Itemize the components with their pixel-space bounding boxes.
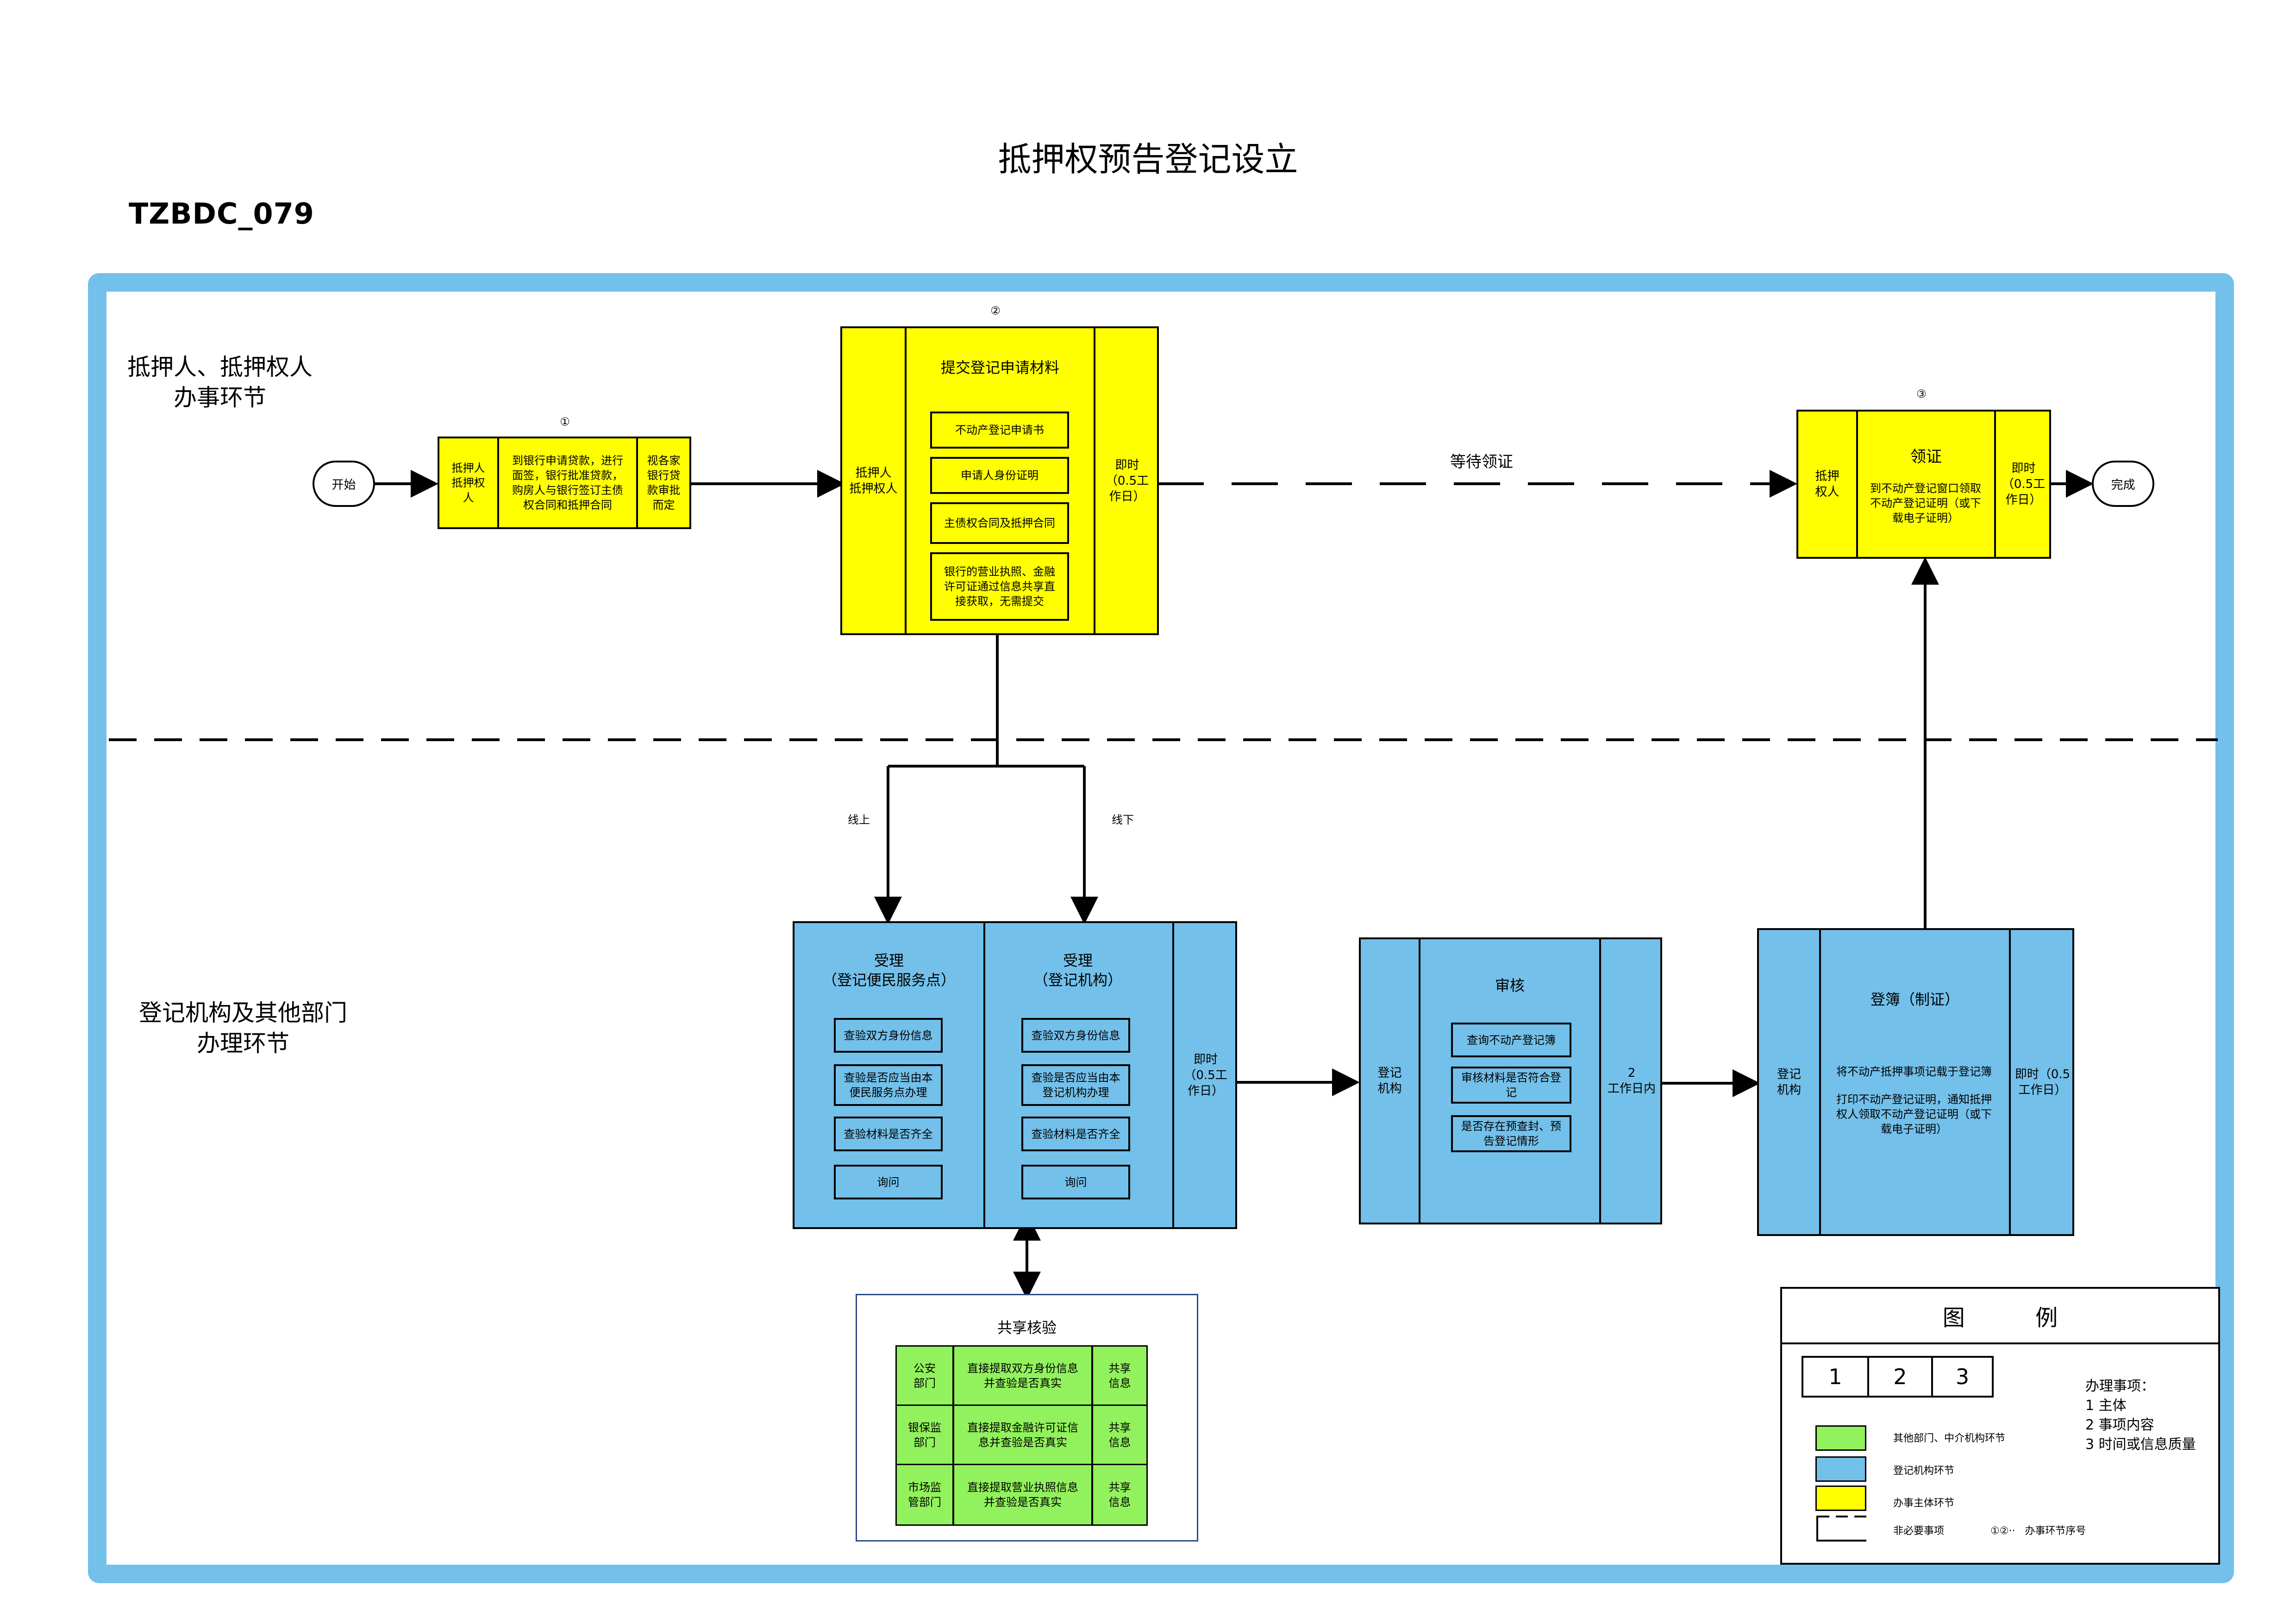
share-row: 银保监 部门 直接提取金融许可证信息并查验是否真实 共享 信息 (897, 1406, 1146, 1465)
accept-col1-title: 受理 （登记便民服务点） (822, 952, 956, 989)
accept-col2-item: 查验材料是否齐全 (1021, 1117, 1130, 1151)
share-dept: 公安 部门 (913, 1361, 936, 1390)
review-box: 登记 机构 2 工作日内 审核 查询不动产登记簿 审核材料是否符合登记 是否存在… (1359, 937, 1662, 1224)
page-title: 抵押权预告登记设立 (998, 140, 1298, 179)
legend-number: 3 (1931, 1358, 1992, 1396)
register-main (1819, 930, 2009, 1234)
step3-content: 到不动产登记窗口领取不动产登记证明（或下载电子证明） (1870, 482, 1981, 524)
share-content: 直接提取金融许可证信息并查验是否真实 (952, 1406, 1091, 1464)
step3-main (1856, 412, 1994, 557)
step3-number: ③ (1916, 387, 1927, 400)
step1-number: ① (560, 415, 570, 428)
share-table: 公安 部门 直接提取双方身份信息并查验是否真实 共享 信息 银保监 部门 直接提… (895, 1345, 1148, 1526)
share-dept: 市场监 管部门 (908, 1481, 941, 1509)
accept-col1-item: 查验是否应当由本便民服务点办理 (834, 1064, 943, 1106)
step2-number: ② (990, 304, 1001, 317)
step2-item: 申请人身份证明 (930, 457, 1069, 494)
step2-main (905, 328, 1094, 633)
step1-content: 到银行申请贷款，进行面签，银行批准贷款，购房人与银行签订主债权合同和抵押合同 (497, 438, 636, 527)
share-title: 共享核验 (997, 1319, 1057, 1336)
start-terminal: 开始 (313, 461, 375, 507)
share-result: 共享 信息 (1091, 1406, 1146, 1464)
legend-number-box: 1 2 3 (1802, 1356, 1994, 1398)
accept-col2-item: 查验是否应当由本登记机构办理 (1021, 1064, 1130, 1106)
legend-title: 图 例 (1782, 1289, 2218, 1344)
accept-col2-title: 受理 （登记机构） (1033, 952, 1122, 989)
step1-actor: 抵押人 抵押权 人 (451, 462, 485, 504)
diagram-frame (88, 273, 2234, 1583)
legend-swatch-yellow (1815, 1486, 1866, 1511)
accept-col2 (983, 923, 1172, 1227)
share-row: 公安 部门 直接提取双方身份信息并查验是否真实 共享 信息 (897, 1347, 1146, 1406)
legend-label-green: 其他部门、中介机构环节 (1893, 1433, 2006, 1444)
review-main (1419, 939, 1599, 1223)
branch-online-label: 线上 (848, 813, 870, 826)
share-result: 共享 信息 (1091, 1465, 1146, 1524)
review-time: 2 工作日内 (1599, 939, 1662, 1223)
legend-label-sequence: ①②·· 办事环节序号 (1990, 1525, 2086, 1537)
step2-time: 即时（0.5工作日） (1094, 328, 1159, 633)
register-title: 登簿（制证） (1870, 991, 1959, 1008)
step1-box: 抵押人 抵押权 人 到银行申请贷款，进行面签，银行批准贷款，购房人与银行签订主债… (438, 437, 691, 529)
register-actor: 登记 机构 (1777, 1067, 1801, 1097)
accept-col1-item: 询问 (834, 1165, 943, 1199)
accept-col1-item: 查验双方身份信息 (834, 1018, 943, 1053)
accept-col1-item: 查验材料是否齐全 (834, 1117, 943, 1151)
share-row: 市场监 管部门 直接提取营业执照信息并查验是否真实 共享 信息 (897, 1465, 1146, 1524)
register-box: 登记 机构 即时（0.5工作日） 登簿（制证） 将不动产抵押事项记载于登记簿 打… (1757, 928, 2074, 1236)
register-time: 即时（0.5工作日） (2009, 930, 2074, 1234)
wait-label: 等待领证 (1450, 453, 1513, 471)
accept-col2-item: 查验双方身份信息 (1021, 1018, 1130, 1053)
register-content-2: 打印不动产登记证明，通知抵押权人领取不动产登记证明（或下载电子证明） (1836, 1093, 1992, 1136)
legend-label-yellow: 办事主体环节 (1893, 1498, 1955, 1509)
review-title: 审核 (1495, 977, 1525, 994)
step2-item: 银行的营业执照、金融许可证通过信息共享直接获取，无需提交 (930, 552, 1069, 621)
register-content-1: 将不动产抵押事项记载于登记簿 (1836, 1065, 1992, 1078)
end-terminal: 完成 (2092, 461, 2154, 507)
legend-label-blue: 登记机构环节 (1893, 1465, 1955, 1477)
review-actor: 登记 机构 (1377, 1066, 1402, 1096)
lane-label-applicant: 抵押人、抵押权人 办事环节 (127, 354, 313, 411)
share-result: 共享 信息 (1091, 1347, 1146, 1405)
accept-time: 即时（0.5工作日） (1172, 923, 1237, 1227)
share-content: 直接提取营业执照信息并查验是否真实 (952, 1465, 1091, 1524)
legend-swatch-green (1815, 1425, 1866, 1451)
share-content: 直接提取双方身份信息并查验是否真实 (952, 1347, 1091, 1405)
review-item: 是否存在预查封、预告登记情形 (1451, 1115, 1571, 1152)
step3-title: 领证 (1910, 448, 1942, 466)
step2-item: 主债权合同及抵押合同 (930, 502, 1069, 544)
process-code: TZBDC_079 (129, 197, 314, 231)
share-panel: 共享核验 公安 部门 直接提取双方身份信息并查验是否真实 共享 信息 银保监 部… (856, 1294, 1198, 1542)
step3-actor: 抵押 权人 (1815, 469, 1839, 499)
step3-time: 即时（0.5工作日） (1994, 412, 2051, 557)
share-dept: 银保监 部门 (908, 1421, 941, 1449)
step1-time: 视各家银行贷款审批而定 (636, 438, 689, 527)
legend-number: 1 (1828, 1364, 1842, 1389)
legend-notes: 办理事项： 1 主体 2 事项内容 3 时间或信息质量 (2085, 1378, 2196, 1453)
step2-actor: 抵押人 抵押权人 (849, 466, 898, 496)
branch-offline-label: 线下 (1112, 813, 1134, 826)
legend-panel: 图 例 1 2 3 办理事项： 1 主体 2 事项内容 3 时间或信息质量 其他… (1780, 1287, 2220, 1565)
legend-label-dashed: 非必要事项 (1893, 1525, 1945, 1537)
step2-title: 提交登记申请材料 (940, 359, 1059, 376)
legend-number: 2 (1867, 1358, 1931, 1396)
accept-box: 即时（0.5工作日） 受理 （登记便民服务点） 受理 （登记机构） 查验双方身份… (793, 921, 1237, 1229)
step3-box: 抵押 权人 即时（0.5工作日） 领证 到不动产登记窗口领取不动产登记证明（或下… (1796, 410, 2051, 559)
review-item: 审核材料是否符合登记 (1451, 1067, 1571, 1104)
accept-col2-item: 询问 (1021, 1165, 1130, 1199)
step2-item: 不动产登记申请书 (930, 412, 1069, 449)
legend-dashed-icon (1816, 1516, 1866, 1542)
review-item: 查询不动产登记簿 (1451, 1023, 1571, 1057)
lane-label-registry: 登记机构及其他部门 办理环节 (139, 999, 347, 1057)
step2-box: 抵押人 抵押权人 即时（0.5工作日） 提交登记申请材料 不动产登记申请书 申请… (840, 326, 1159, 635)
legend-swatch-blue (1815, 1456, 1866, 1482)
